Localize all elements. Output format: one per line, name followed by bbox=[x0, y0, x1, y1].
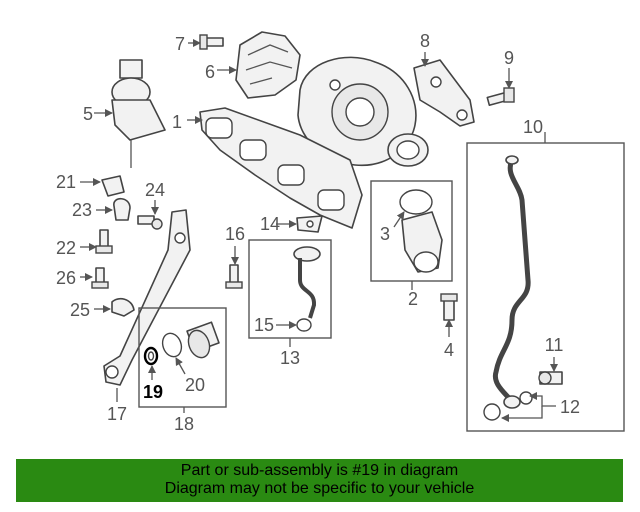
part-13-oil-feed-line[interactable] bbox=[293, 246, 321, 319]
callout-14[interactable]: 14 bbox=[260, 214, 280, 234]
part-20-washer[interactable] bbox=[159, 331, 184, 360]
part-2-turbo-outlet-elbow[interactable] bbox=[401, 211, 443, 273]
callout-6[interactable]: 6 bbox=[205, 62, 215, 82]
part-11-banjo-bolt[interactable] bbox=[538, 371, 563, 385]
part-23-clamp[interactable] bbox=[113, 197, 131, 221]
part-8-bracket[interactable] bbox=[413, 59, 475, 127]
part-7-bolt[interactable] bbox=[199, 34, 224, 50]
part-16-stud[interactable] bbox=[225, 264, 243, 289]
callout-4[interactable]: 4 bbox=[444, 340, 454, 360]
info-banner: Part or sub-assembly is #19 in diagram D… bbox=[16, 459, 623, 502]
callout-15[interactable]: 15 bbox=[254, 315, 274, 335]
callout-7[interactable]: 7 bbox=[175, 34, 185, 54]
part-19-seal-ring[interactable] bbox=[143, 346, 159, 366]
banner-line-2: Diagram may not be specific to your vehi… bbox=[164, 480, 475, 497]
callout-12[interactable]: 12 bbox=[560, 397, 580, 417]
callout-labels: 1 2 3 4 5 6 7 8 9 10 11 12 13 14 15 16 1… bbox=[56, 31, 580, 434]
part-9-bolt[interactable] bbox=[486, 87, 515, 106]
leader-lines bbox=[80, 39, 558, 422]
banner-line-1: Part or sub-assembly is #19 in diagram bbox=[180, 462, 459, 479]
callout-2[interactable]: 2 bbox=[408, 289, 418, 309]
part-18-fitting[interactable] bbox=[185, 321, 220, 360]
callout-9[interactable]: 9 bbox=[504, 48, 514, 68]
callout-20[interactable]: 20 bbox=[185, 375, 205, 395]
callout-18[interactable]: 18 bbox=[174, 414, 194, 434]
part-10-oil-return-line[interactable] bbox=[492, 155, 531, 409]
part-6-heat-shield[interactable] bbox=[235, 31, 301, 99]
callout-24[interactable]: 24 bbox=[145, 180, 165, 200]
callout-10[interactable]: 10 bbox=[523, 117, 543, 137]
part-15-seal-ring[interactable] bbox=[296, 318, 312, 332]
callout-17[interactable]: 17 bbox=[107, 404, 127, 424]
parts-diagram: 1 2 3 4 5 6 7 8 9 10 11 12 13 14 15 16 1… bbox=[56, 31, 625, 434]
part-3-seal-ring[interactable] bbox=[399, 189, 433, 215]
box-part-18 bbox=[138, 307, 227, 408]
callout-8[interactable]: 8 bbox=[420, 31, 430, 51]
box-part-10 bbox=[466, 142, 625, 432]
part-5-wastegate-actuator[interactable] bbox=[111, 59, 166, 168]
callout-22[interactable]: 22 bbox=[56, 238, 76, 258]
callout-13[interactable]: 13 bbox=[280, 348, 300, 368]
part-24-bolt[interactable] bbox=[137, 215, 163, 230]
callout-11[interactable]: 11 bbox=[545, 335, 564, 355]
part-14-gasket[interactable] bbox=[296, 215, 323, 233]
turbocharger[interactable] bbox=[297, 56, 429, 167]
callout-25[interactable]: 25 bbox=[70, 300, 90, 320]
part-1-exhaust-manifold[interactable] bbox=[199, 107, 363, 229]
part-4-stud[interactable] bbox=[440, 293, 458, 321]
callout-16[interactable]: 16 bbox=[225, 224, 245, 244]
part-25-clamp[interactable] bbox=[111, 297, 135, 317]
part-17-support-arm[interactable] bbox=[103, 209, 191, 386]
callout-5[interactable]: 5 bbox=[83, 104, 93, 124]
callout-3[interactable]: 3 bbox=[380, 224, 390, 244]
callout-21[interactable]: 21 bbox=[56, 172, 76, 192]
part-21-bracket[interactable] bbox=[101, 175, 125, 197]
callout-23[interactable]: 23 bbox=[72, 200, 92, 220]
callout-1[interactable]: 1 bbox=[172, 112, 182, 132]
callout-26[interactable]: 26 bbox=[56, 268, 76, 288]
callout-19-highlighted[interactable]: 19 bbox=[143, 382, 163, 402]
part-22-bolt[interactable] bbox=[95, 229, 113, 254]
part-26-bolt[interactable] bbox=[91, 267, 109, 289]
